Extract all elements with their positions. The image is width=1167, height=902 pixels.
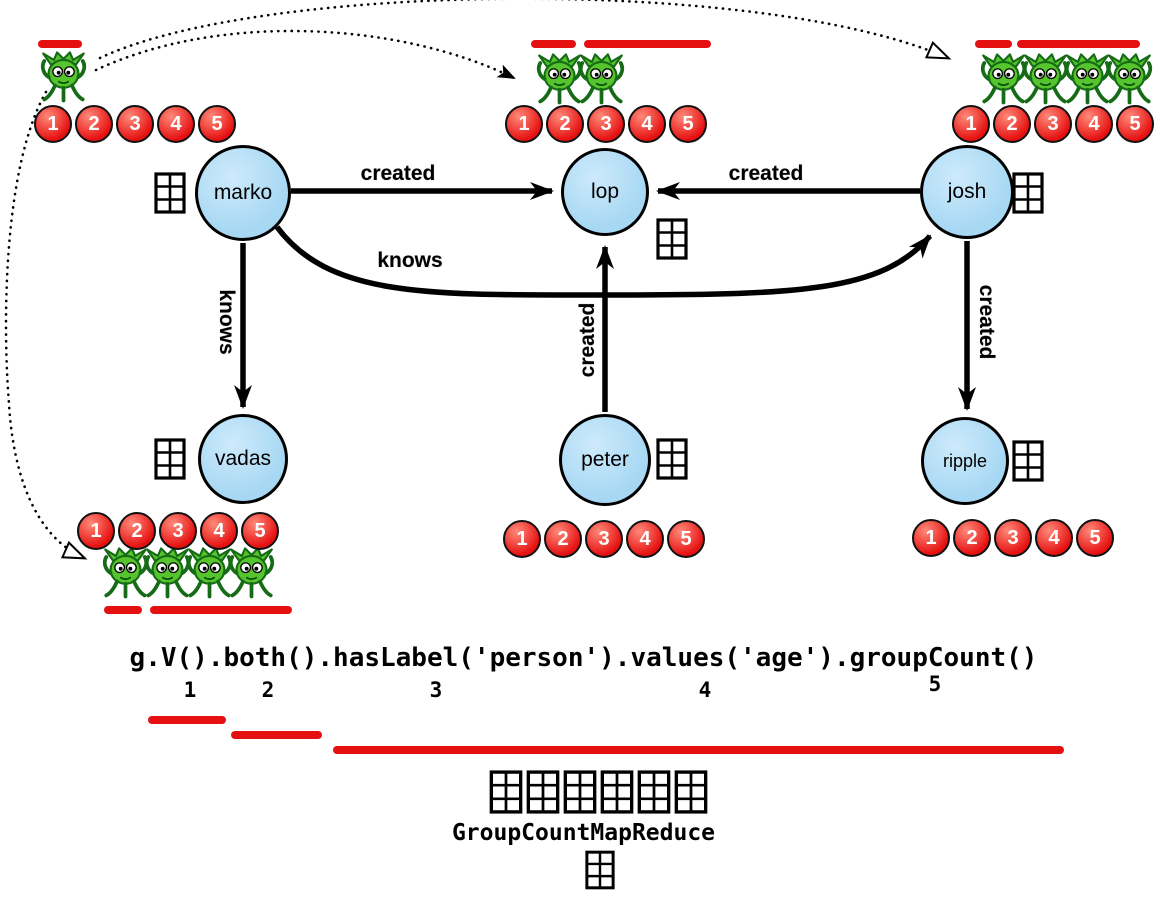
traverser-counter-chip: 2 [953,519,991,557]
traverser-counter-chip: 3 [994,519,1032,557]
traverser-counter-chip: 1 [77,512,115,550]
count-table-icon [1012,440,1044,482]
edge-label-marko-lop: created [360,162,436,185]
gremlin-cluster-top-right [980,52,1148,106]
gremlin-traverser-icon [186,546,233,600]
count-table-icon [600,770,634,814]
traverser-counter-chip: 2 [546,105,584,143]
traverser-counter-chip: 4 [628,105,666,143]
edge-marko-josh [274,225,933,298]
traverser-counter-chip: 3 [585,520,623,558]
gremlin-query-text: g.V().both().hasLabel('person').values('… [129,643,1038,673]
traversal-hop-left-to-bottom [4,90,88,560]
edge-label-josh-ripple: created [975,284,998,360]
gremlin-traverser-icon [1022,52,1069,106]
query-underline-bar [148,716,226,724]
step-number-2: 2 [261,678,275,702]
traverser-counter-chip: 1 [952,105,990,143]
count-table-icon [1012,172,1044,214]
traverser-counter-chip: 5 [241,512,279,550]
trace-bar [975,40,1012,48]
traverser-counter-chip: 5 [1116,105,1154,143]
traverser-counter-chip: 2 [544,520,582,558]
vertex-josh: josh [920,145,1014,239]
step-number-1: 1 [183,678,197,702]
count-table-icon [656,218,688,260]
traverser-counter-chip: 1 [503,520,541,558]
traverser-counter-chip: 4 [626,520,664,558]
mapreduce-table-row [489,770,708,814]
gremlin-traverser-icon [578,52,625,106]
vertex-ripple: ripple [921,417,1009,505]
traverser-counter-chip: 4 [157,105,195,143]
vertex-lop: lop [561,148,649,236]
trace-bar [38,40,82,48]
traverser-counter-chip: 3 [116,105,154,143]
count-table-icon [489,770,523,814]
gremlin-traverser-icon [144,546,191,600]
step-number-5: 5 [928,672,942,696]
query-underline-bar [333,746,1064,754]
step-number-4: 4 [698,678,712,702]
traverser-counter-chip: 4 [1075,105,1113,143]
traverser-counter-chip: 1 [505,105,543,143]
traverser-counter-chip: 5 [669,105,707,143]
traverser-counter-chip: 3 [159,512,197,550]
gremlin-traverser-icon [228,546,275,600]
count-table-icon [563,770,597,814]
gremlin-cluster-top-center [536,52,620,106]
traverser-counter-chip: 2 [75,105,113,143]
gremlin-cluster-top-left [40,50,82,104]
traversal-hop-left-to-right [98,0,952,60]
count-table-icon [656,438,688,480]
vertex-marko: marko [195,145,291,241]
query-underline-bar [231,731,322,739]
edge-label-marko-josh: knows [377,249,443,272]
gremlin-traverser-icon [980,52,1027,106]
traverser-counter-chip: 5 [667,520,705,558]
traverser-counter-chip: 5 [1076,519,1114,557]
trace-bar [150,606,292,614]
trace-bar [104,606,142,614]
traverser-counter-chip: 1 [912,519,950,557]
count-table-icon [637,770,671,814]
step-number-3: 3 [429,678,443,702]
gremlin-traverser-icon [102,546,149,600]
count-table-icon [154,172,186,214]
count-table-icon [526,770,560,814]
traverser-counter-chip: 5 [198,105,236,143]
traverser-counter-chip: 3 [1034,105,1072,143]
trace-bar [531,40,576,48]
traverser-counter-chip: 4 [200,512,238,550]
vertex-peter: peter [559,414,651,506]
edge-label-josh-lop: created [728,162,804,185]
traverser-counter-chip: 2 [118,512,156,550]
edge-label-marko-vadas: knows [215,289,238,355]
gremlin-traverser-icon [40,50,87,104]
edge-label-peter-lop: created [576,302,599,378]
count-table-icon [674,770,708,814]
mapreduce-label: GroupCountMapReduce [451,820,716,846]
traverser-counter-chip: 4 [1035,519,1073,557]
count-table-icon [154,438,186,480]
traverser-counter-chip: 2 [993,105,1031,143]
mapreduce-result-table-icon [585,850,615,890]
traverser-counter-chip: 3 [587,105,625,143]
gremlin-cluster-bottom-left [102,546,270,600]
gremlin-traverser-icon [536,52,583,106]
traverser-counter-chip: 1 [34,105,72,143]
trace-bar [584,40,711,48]
vertex-vadas: vadas [198,414,288,504]
trace-bar [1017,40,1140,48]
traversal-hop-left-to-center [94,29,516,80]
gremlin-traverser-icon [1106,52,1153,106]
gremlin-traverser-icon [1064,52,1111,106]
